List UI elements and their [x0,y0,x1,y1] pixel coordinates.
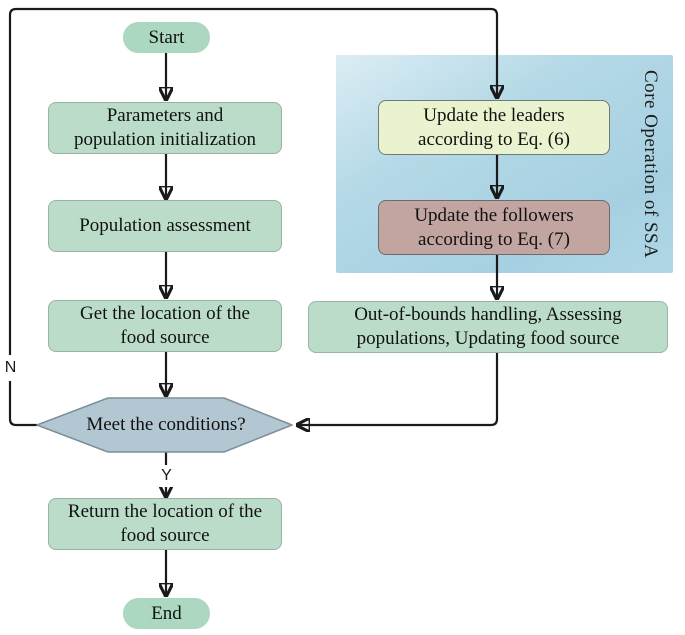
decision-hexagon [36,397,293,453]
node-label-line: Update the followers [414,204,574,226]
node-label-line: according to Eq. (7) [418,228,570,250]
node-label-line: Out-of-bounds handling, Assessing [354,304,622,325]
node-label-line: population initialization [73,129,257,150]
node-label-line: Return the location of the [67,501,263,522]
node-population-assessment: Population assessment [48,200,282,252]
node-label-line: food source [120,327,210,348]
node-label-line: according to Eq. (6) [418,128,570,150]
node-decision-label: Meet the conditions? [58,399,274,451]
node-label-line: Get the location of the [80,303,250,324]
node-label-line: populations, Updating food source [356,328,620,349]
node-end: End [123,598,210,629]
edge-label-no: N [1,355,20,381]
node-label-line: food source [120,525,210,546]
node-label-line: Update the leaders [423,104,565,126]
node-bounds-handling: Out-of-bounds handling, Assessing popula… [308,301,668,353]
node-return-food-location: Return the location of the food source [48,498,282,550]
node-get-food-location: Get the location of the food source [48,300,282,352]
core-operation-label: Core Operation of SSA [640,69,661,259]
connector-decision-no-loop [8,7,497,427]
node-label: Start [148,26,185,48]
node-update-leaders: Update the leaders according to Eq. (6) [378,100,610,155]
edge-label-yes: Y [158,465,175,487]
node-update-followers: Update the followers according to Eq. (7… [378,200,610,255]
node-label: End [151,602,182,624]
node-label: Meet the conditions? [86,414,246,435]
connector-bounds-to-decision [298,353,499,425]
node-parameters-initialization: Parameters and population initialization [48,102,282,154]
node-label: Population assessment [79,215,251,236]
node-label-line: Parameters and [106,105,224,126]
node-start: Start [123,22,210,53]
